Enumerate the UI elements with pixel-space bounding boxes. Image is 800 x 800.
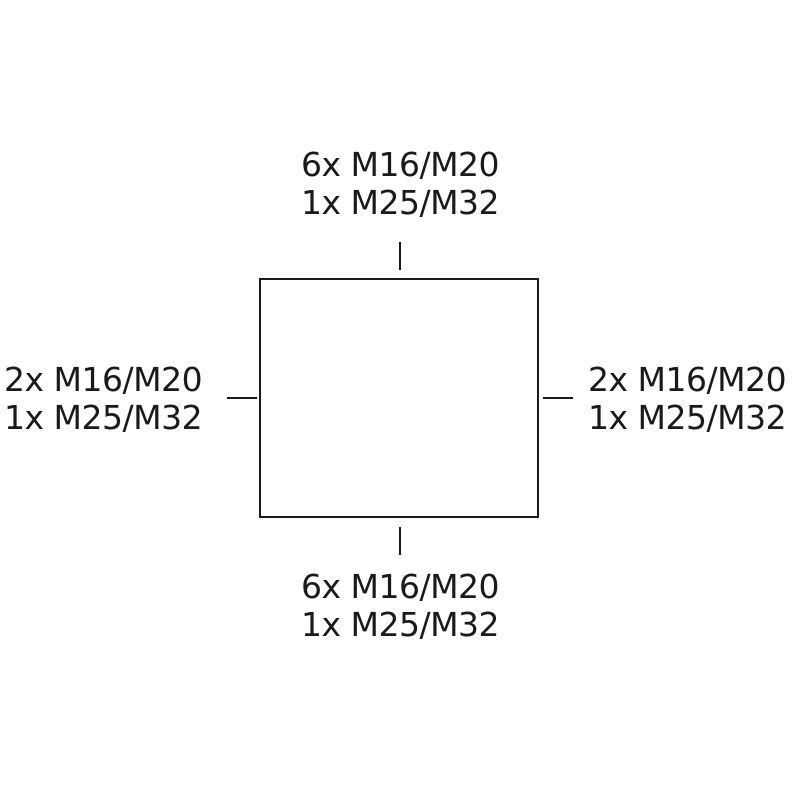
right-entry-label: 2x M16/M20 1x M25/M32 <box>588 361 798 437</box>
right-side-tick <box>543 397 573 399</box>
bottom-entry-label: 6x M16/M20 1x M25/M32 <box>200 568 600 644</box>
left-entry-line1: 2x M16/M20 <box>4 360 203 399</box>
right-entry-line2: 1x M25/M32 <box>588 398 787 437</box>
enclosure-outline <box>259 278 539 518</box>
top-entry-label: 6x M16/M20 1x M25/M32 <box>200 146 600 222</box>
bottom-entry-line1: 6x M16/M20 <box>300 567 500 606</box>
right-entry-line1: 2x M16/M20 <box>588 360 787 399</box>
left-entry-label: 2x M16/M20 1x M25/M32 <box>4 361 214 437</box>
top-entry-line2: 1x M25/M32 <box>300 183 500 222</box>
top-side-tick <box>399 242 401 270</box>
bottom-side-tick <box>399 527 401 555</box>
left-entry-line2: 1x M25/M32 <box>4 398 203 437</box>
top-entry-line1: 6x M16/M20 <box>300 145 500 184</box>
bottom-entry-line2: 1x M25/M32 <box>300 605 500 644</box>
left-side-tick <box>227 397 257 399</box>
